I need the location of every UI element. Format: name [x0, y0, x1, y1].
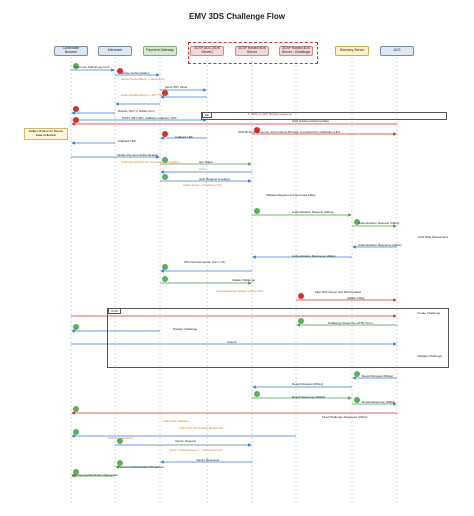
actor-7: ACS — [380, 46, 414, 56]
message-label: Display Challenge — [173, 327, 198, 331]
step-badge — [298, 293, 304, 299]
message-label: Validate Request and generate AReq — [266, 193, 316, 197]
step-badge — [162, 276, 168, 282]
challenge-frame-tag: 3 DS — [108, 308, 121, 314]
message-label: 1. DDC or 3DS Method response — [248, 112, 293, 116]
step-badge — [117, 68, 123, 74]
message-label: Challenge Response HTML Form — [328, 321, 373, 325]
message-label: Payment Authentication Response — [72, 473, 118, 477]
message-label: Auth Post Transaction Response — [179, 426, 223, 430]
message-label: 3DS Auth Response (V2 or V1) — [184, 260, 226, 264]
message-label: Auth Post Redirect — [108, 436, 134, 440]
message-label: Initiate Authentication — [121, 71, 150, 75]
step-badge — [73, 63, 79, 69]
message-label: Submit — [227, 340, 237, 344]
alt-frame-tag: Alt — [202, 112, 212, 118]
step-badge — [162, 131, 168, 137]
message-label: AuthenticationBegin + JWT Value — [121, 93, 166, 97]
message-label: Map 3DS Server and MerchantRef — [315, 290, 362, 294]
message-label: Authentication Request (AReq) — [358, 221, 400, 225]
message-label: Result Request (RReq) — [292, 382, 324, 386]
message-label: Customer Submit payment — [74, 65, 110, 69]
step-badge — [354, 397, 360, 403]
actor-1: Merchant — [98, 46, 132, 56]
message-label: Inquiry Request — [175, 439, 197, 443]
step-badge — [254, 391, 260, 397]
step-badge — [254, 208, 260, 214]
page-title: EMV 3DS Challenge Flow — [188, 12, 285, 21]
message-label: Callback URL — [175, 135, 194, 139]
step-badge — [73, 117, 79, 123]
message-label: Token — [199, 167, 208, 171]
actor-6: Directory Server — [335, 46, 369, 56]
step-badge — [298, 318, 304, 324]
step-badge — [354, 371, 360, 377]
step-badge — [162, 90, 168, 96]
step-badge — [354, 219, 360, 225]
step-badge — [162, 157, 168, 163]
alt-frame — [201, 112, 447, 120]
message-label: Final Challenge Response (CRes) — [322, 415, 368, 419]
message-label: Auth Post Callback — [163, 419, 189, 423]
message-label: Result Response (RRes) — [292, 395, 326, 399]
actor-5: 3CSP Hosted 3DS Server - Challenge — [279, 46, 313, 56]
message-label: ACS Gathered Device Data — [292, 119, 329, 123]
message-label: Authentication Response (ARes) — [292, 254, 336, 258]
3csp-group-outline — [188, 42, 318, 64]
step-badge — [162, 174, 168, 180]
step-badge — [73, 406, 79, 412]
step-badge — [73, 469, 79, 475]
message-label: Authentication Request (AReq) — [292, 210, 334, 214]
message-label: GenerateAuthentication Modal URL — [216, 289, 264, 293]
actor-4: 3CSP Hosted 3DS Server — [235, 46, 269, 56]
ddc-iframe-note: Hidden iFrame for Device Data Collection — [24, 128, 68, 140]
message-label: Result Request (RReq) — [362, 374, 394, 378]
message-label: Display JWT in hidden form — [118, 109, 155, 113]
message-label: authenticationBegin + deviceInfo — [121, 77, 165, 81]
step-badge — [162, 264, 168, 270]
message-label: Get Token — [199, 160, 213, 164]
step-badge — [73, 429, 79, 435]
message-label: Payment Authentication Response — [118, 465, 164, 469]
message-label: Initiate CReq — [347, 296, 365, 300]
message-label: POST JWT, BIN, Callback endpoint, JWT — [122, 116, 177, 120]
message-label: Authenticate + Purchase Info — [183, 183, 222, 187]
message-label: 3DS Method Response, ACS Instruct Browse… — [238, 130, 341, 134]
message-label: Inquiry Authentication + Transaction Inf… — [169, 448, 223, 452]
step-badge — [117, 460, 123, 466]
message-label: Inquiry Response — [196, 458, 220, 462]
actor-2: Payment Gateway — [143, 46, 177, 56]
message-label: Result Response (RRes) — [362, 400, 396, 404]
actor-3: 3CSP DDC (3DS Server) — [190, 46, 224, 56]
message-label: Send JWT Value — [165, 85, 188, 89]
message-label: Validate Challenge — [417, 354, 442, 358]
step-badge — [117, 438, 123, 444]
message-label: Auth Request (Lookup) — [199, 177, 230, 181]
step-badge — [73, 324, 79, 330]
challenge-frame — [107, 308, 449, 368]
message-label: ACS Risk Assessment — [418, 235, 448, 239]
actor-0: Cardholder Browser — [54, 46, 88, 56]
message-label: Callback URL — [118, 139, 137, 143]
step-badge — [73, 106, 79, 112]
step-badge — [254, 127, 260, 133]
message-label: Authenticate(JWT ID, Payment Information… — [121, 160, 179, 164]
message-label: Authentication Response (ARes) — [358, 243, 402, 247]
message-label: Initiate Challenge — [232, 278, 256, 282]
message-label: Initiate Payment Authentication — [117, 153, 159, 157]
message-label: Create Challenge — [417, 311, 441, 315]
